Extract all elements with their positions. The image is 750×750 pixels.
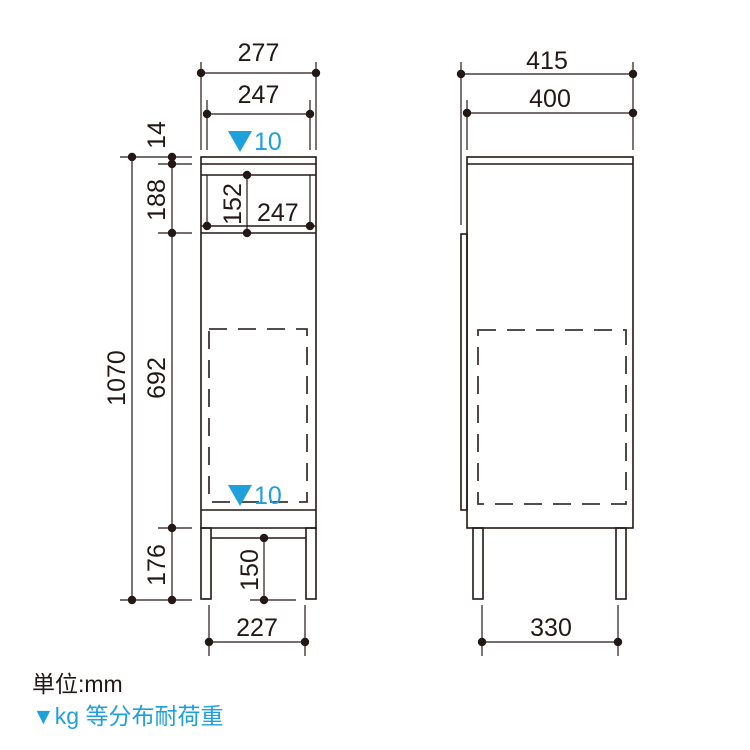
side-body-depth-label: 400 [529, 85, 571, 113]
front-view: 277 247 10 247 152 10 [103, 39, 321, 656]
leg-height-label: 150 [236, 549, 264, 591]
top-section-height-label: 188 [143, 179, 171, 221]
load-triangle-icon: ▼ [32, 703, 55, 729]
opening-height-label: 152 [219, 183, 247, 225]
top-thickness-label: 14 [143, 121, 171, 149]
side-view: 415 400 330 [456, 47, 638, 656]
top-load-label: 10 [254, 128, 282, 156]
overall-height-label: 1070 [103, 350, 131, 406]
middle-section-height-label: 692 [143, 357, 171, 399]
side-leg-span-label: 330 [530, 614, 572, 642]
leg-span-label: 227 [236, 614, 278, 642]
load-triangle-icon [228, 131, 252, 152]
base-section-height-label: 176 [143, 544, 171, 586]
unit-legend: 単位:mm [32, 671, 123, 697]
load-triangle-icon [228, 485, 252, 506]
front-inner-width-label: 247 [238, 81, 280, 109]
side-overall-depth-label: 415 [526, 47, 568, 75]
shelf-load-label: 10 [254, 482, 282, 510]
front-overall-width-label: 277 [238, 39, 280, 67]
load-legend-text: kg 等分布耐荷重 [54, 703, 224, 729]
load-legend: ▼kg 等分布耐荷重 [32, 702, 223, 730]
opening-width-label: 247 [257, 199, 299, 227]
